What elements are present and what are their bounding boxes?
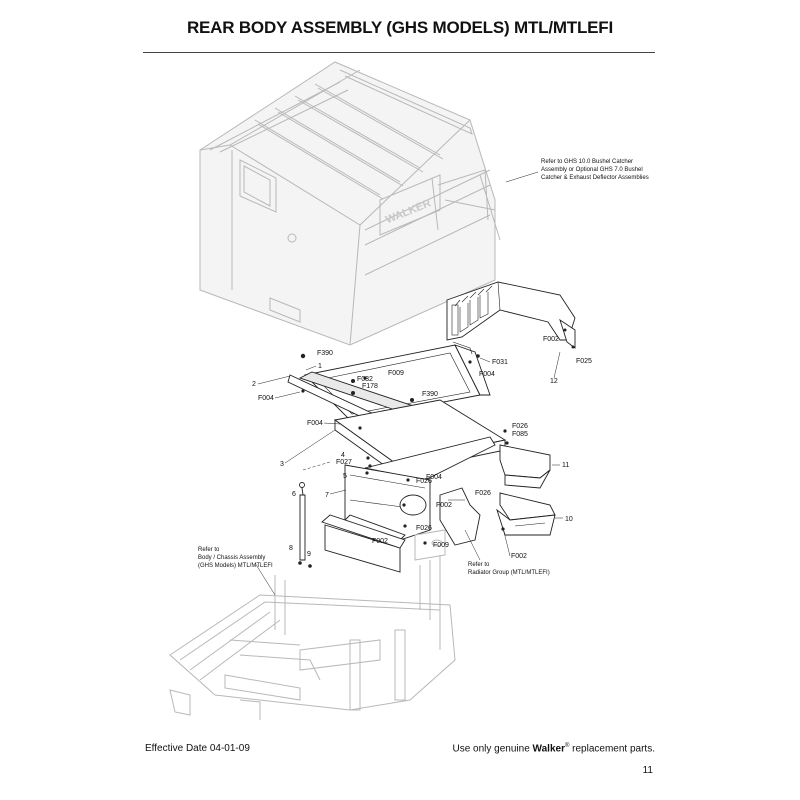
catcher-reference-note: Refer to GHS 10.0 Bushel Catcher Assembl… bbox=[505, 159, 649, 183]
chassis-reference-note: Refer to Body / Chassis Assembly (GHS Mo… bbox=[198, 547, 276, 596]
callout-6: 6 bbox=[292, 491, 296, 498]
effective-date: Effective Date 04-01-09 bbox=[145, 743, 250, 754]
deflector-bracket-12 bbox=[446, 281, 576, 349]
callout-F002: F002 bbox=[543, 336, 559, 343]
gas-spring-6 bbox=[299, 461, 331, 561]
air-duct bbox=[439, 487, 481, 546]
callout-F027: F027 bbox=[336, 459, 352, 466]
svg-text:Refer to: Refer to bbox=[198, 547, 220, 553]
callout-12: 12 bbox=[550, 378, 558, 385]
callout-F026-c: F026 bbox=[416, 525, 432, 532]
notice-brand: Walker bbox=[532, 743, 565, 755]
callout-F004: F004 bbox=[258, 395, 274, 402]
callout-8: 8 bbox=[289, 545, 293, 552]
callout-11: 11 bbox=[562, 462, 569, 469]
callout-F002-d: F002 bbox=[511, 553, 527, 560]
page-number: 11 bbox=[642, 765, 653, 776]
callout-F004-c: F004 bbox=[307, 420, 323, 427]
callout-F390-b: F390 bbox=[422, 391, 438, 398]
callout-F026-b: F026 bbox=[475, 490, 491, 497]
callout-F085: F085 bbox=[512, 431, 528, 438]
callout-F002-b: F002 bbox=[436, 502, 452, 509]
callout-labels: F390 1 2 F004 F032 F178 F009 F390 F031 F… bbox=[252, 336, 592, 560]
lower-tray-3 bbox=[333, 399, 507, 481]
notice-prefix: Use only genuine bbox=[452, 743, 533, 755]
bracket-10 bbox=[496, 492, 556, 536]
callout-F002-c: F002 bbox=[372, 538, 388, 545]
callout-F025: F025 bbox=[576, 358, 592, 365]
callout-F004-b: F004 bbox=[479, 371, 495, 378]
svg-text:Refer to: Refer to bbox=[468, 562, 490, 568]
genuine-parts-notice: Use only genuine Walker® replacement par… bbox=[452, 743, 655, 754]
lower-shield bbox=[321, 514, 406, 573]
callout-F009: F009 bbox=[388, 370, 404, 377]
title-rule bbox=[143, 52, 655, 53]
callout-4: 4 bbox=[341, 452, 345, 459]
callout-F032: F032 bbox=[357, 376, 373, 383]
svg-text:(GHS Models) MTL/MTLEFI: (GHS Models) MTL/MTLEFI bbox=[198, 563, 273, 569]
svg-text:Body / Chassis Assembly: Body / Chassis Assembly bbox=[198, 555, 265, 561]
callout-F009-b: F009 bbox=[433, 542, 449, 549]
svg-text:Catcher & Exhaust Deflector As: Catcher & Exhaust Deflector Assemblies bbox=[541, 175, 649, 181]
callout-10: 10 bbox=[565, 516, 573, 523]
grass-catcher-ghost: WALKER bbox=[199, 61, 501, 346]
chassis-frame-ghost bbox=[169, 529, 456, 720]
svg-text:Refer to GHS 10.0 Bushel Catch: Refer to GHS 10.0 Bushel Catcher bbox=[541, 159, 633, 165]
callout-F026-d: F026 bbox=[512, 423, 528, 430]
callout-5: 5 bbox=[343, 473, 347, 480]
registered-mark: ® bbox=[564, 743, 570, 749]
fasteners bbox=[298, 328, 575, 568]
callout-F026: F026 bbox=[416, 478, 432, 485]
callout-9: 9 bbox=[307, 551, 311, 558]
svg-text:Radiator Group (MTL/MTLEFI): Radiator Group (MTL/MTLEFI) bbox=[468, 570, 550, 576]
callout-F031: F031 bbox=[492, 359, 508, 366]
radiator-reference-note: Refer to Radiator Group (MTL/MTLEFI) bbox=[464, 529, 550, 576]
notice-suffix: replacement parts. bbox=[569, 743, 655, 755]
callout-3: 3 bbox=[280, 461, 284, 468]
side-panel-7 bbox=[344, 464, 431, 541]
callout-F004-d: F004 bbox=[426, 474, 442, 481]
callout-1: 1 bbox=[318, 363, 322, 370]
bracket-11 bbox=[499, 444, 551, 489]
callout-F178: F178 bbox=[362, 383, 378, 390]
callout-7: 7 bbox=[325, 492, 329, 499]
page-title: REAR BODY ASSEMBLY (GHS MODELS) MTL/MTLE… bbox=[186, 18, 614, 37]
callout-F390: F390 bbox=[317, 350, 333, 357]
svg-text:Assembly or Optional GHS 7.0 B: Assembly or Optional GHS 7.0 Bushel bbox=[541, 167, 643, 173]
callout-2: 2 bbox=[252, 381, 256, 388]
